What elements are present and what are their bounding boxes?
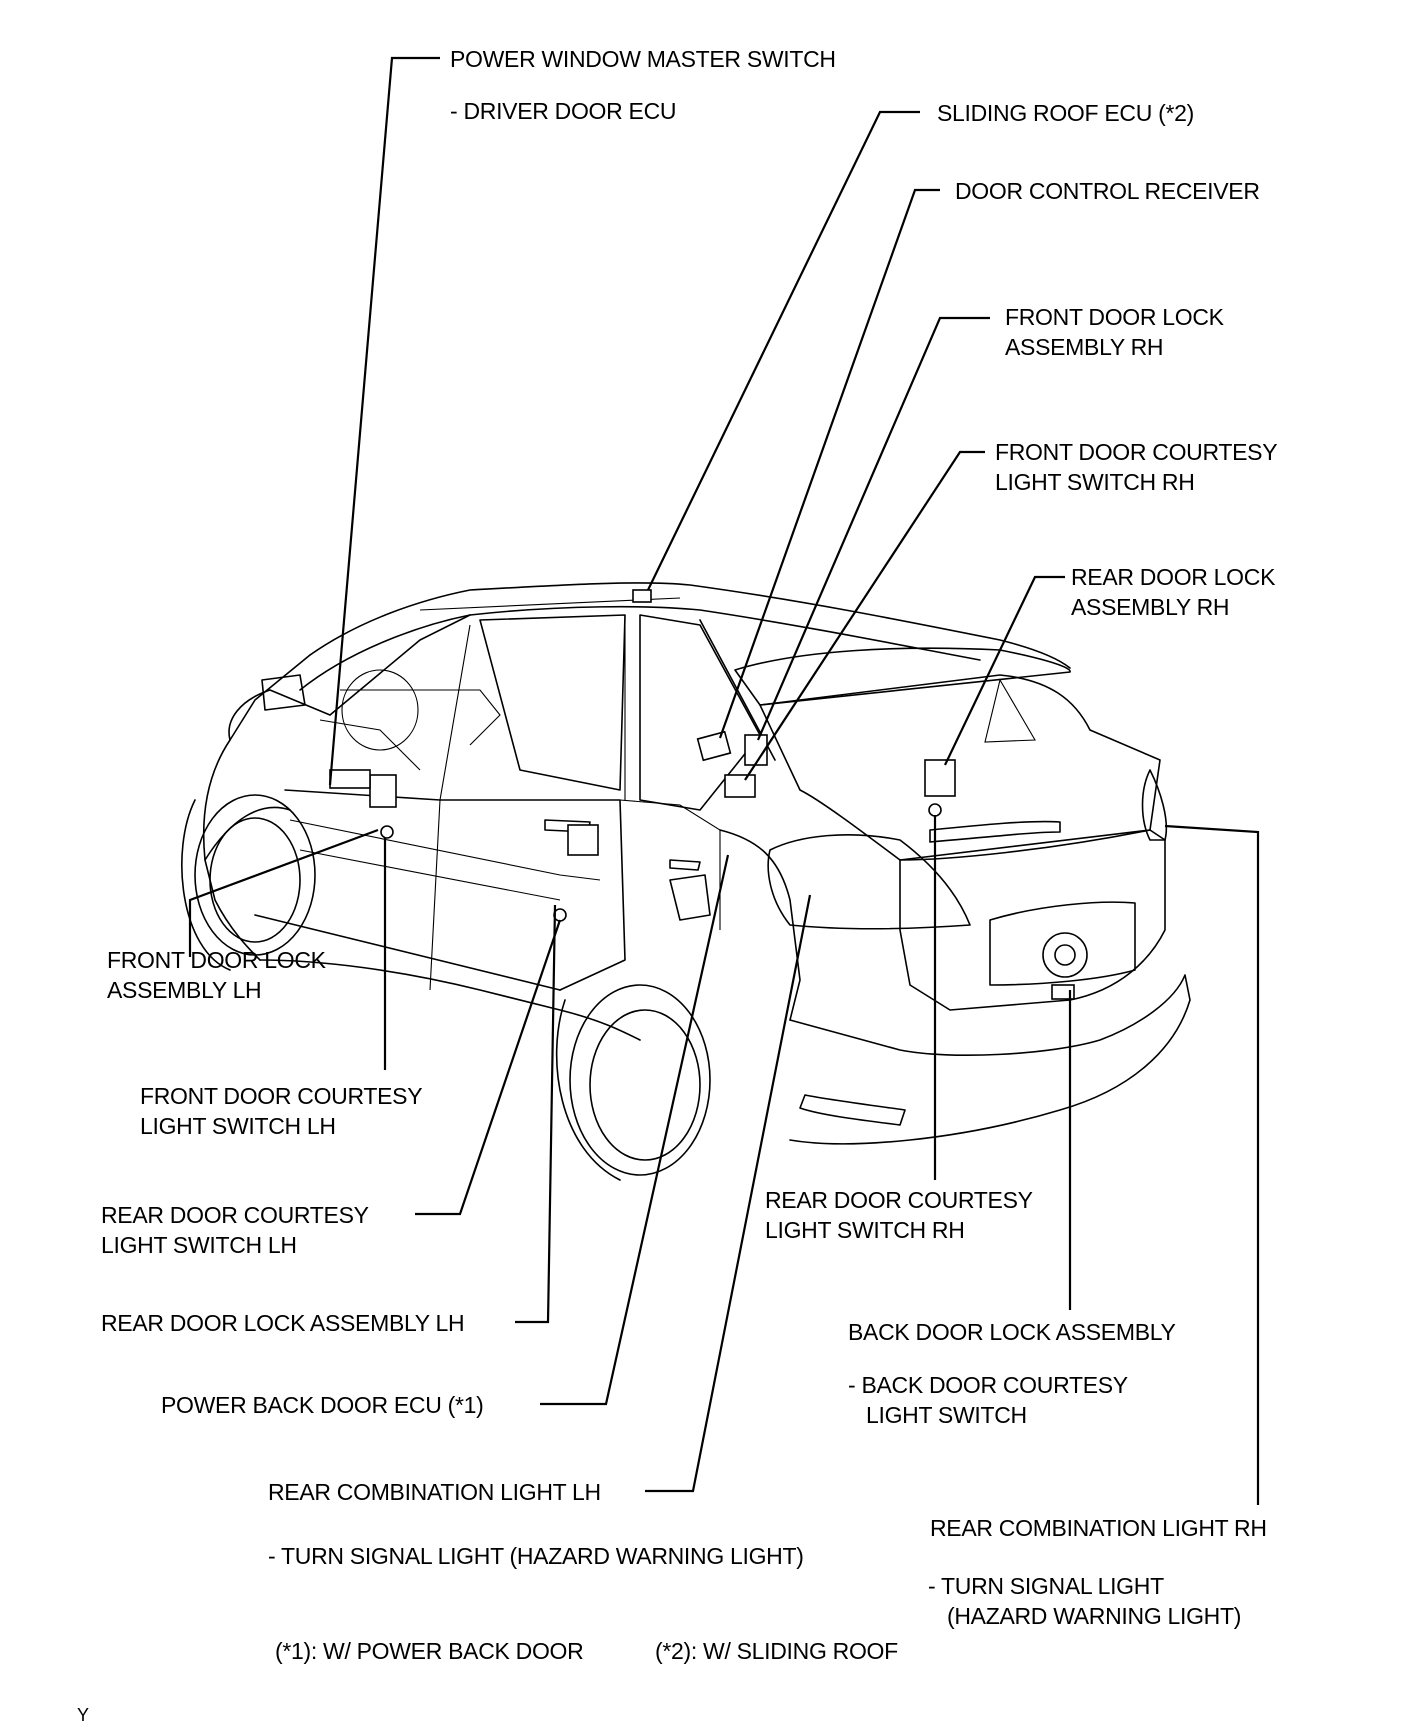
leader-rear-combination-lh <box>645 894 812 1493</box>
label-front-door-lock-rh-line1: FRONT DOOR LOCK <box>1005 304 1224 330</box>
label-rear-door-courtesy-rh-line2: LIGHT SWITCH RH <box>765 1217 965 1243</box>
rear-door-lock-rh-marker <box>924 759 956 797</box>
leader-lines <box>188 56 1260 1505</box>
leader-power-back-door-ecu <box>540 854 730 1406</box>
label-rear-door-courtesy-lh-line1: REAR DOOR COURTESY <box>101 1202 369 1228</box>
label-front-door-lock-rh-line2: ASSEMBLY RH <box>1005 334 1164 360</box>
label-rear-door-lock-rh-line1: REAR DOOR LOCK <box>1071 564 1276 590</box>
label-rear-door-lock-rh-line2: ASSEMBLY RH <box>1071 594 1230 620</box>
label-front-door-lock-lh-line2: ASSEMBLY LH <box>107 977 262 1003</box>
leader-sliding-roof-ecu <box>647 110 920 591</box>
power-window-master-switch-marker <box>329 769 371 789</box>
label-front-door-lock-lh-line1: FRONT DOOR LOCK <box>107 947 326 973</box>
label-rear-combination-light-lh: REAR COMBINATION LIGHT LH <box>268 1479 601 1505</box>
door-control-receiver-marker <box>696 730 732 762</box>
label-front-door-courtesy-rh-line1: FRONT DOOR COURTESY <box>995 439 1278 465</box>
sliding-roof-ecu-marker <box>632 589 652 603</box>
label-power-back-door-ecu: POWER BACK DOOR ECU (*1) <box>161 1392 484 1418</box>
label-back-door-lock-assembly: BACK DOOR LOCK ASSEMBLY <box>848 1319 1176 1345</box>
leader-front-door-courtesy-rh <box>744 450 985 781</box>
label-rear-door-courtesy-lh-line2: LIGHT SWITCH LH <box>101 1232 297 1258</box>
leader-power-window-master-switch <box>328 56 440 786</box>
label-back-door-courtesy-line1: - BACK DOOR COURTESY <box>848 1372 1128 1398</box>
leader-rear-door-lock-rh <box>944 575 1065 766</box>
note-power-back-door: (*1): W/ POWER BACK DOOR <box>275 1638 584 1664</box>
rear-door-courtesy-rh-marker <box>928 803 942 817</box>
leader-front-door-lock-rh <box>756 316 990 741</box>
label-rear-combination-light-rh: REAR COMBINATION LIGHT RH <box>930 1515 1267 1541</box>
front-door-courtesy-rh-marker <box>724 774 756 798</box>
leader-door-control-receiver <box>718 188 940 739</box>
label-door-control-receiver: DOOR CONTROL RECEIVER <box>955 178 1260 204</box>
back-door-courtesy-marker <box>1051 984 1075 1000</box>
corner-code: Y <box>77 1705 89 1725</box>
label-rear-door-lock-lh: REAR DOOR LOCK ASSEMBLY LH <box>101 1310 465 1336</box>
label-driver-door-ecu: - DRIVER DOOR ECU <box>450 98 677 124</box>
leader-front-door-lock-lh <box>188 828 379 957</box>
label-turn-signal-lh: - TURN SIGNAL LIGHT (HAZARD WARNING LIGH… <box>268 1543 804 1569</box>
label-turn-signal-rh-line2: (HAZARD WARNING LIGHT) <box>947 1603 1242 1629</box>
vehicle-body <box>181 582 1191 1181</box>
front-door-lock-lh-marker <box>369 774 397 808</box>
label-front-door-courtesy-lh-line2: LIGHT SWITCH LH <box>140 1113 336 1139</box>
rear-door-lock-lh-marker <box>567 824 599 856</box>
label-back-door-courtesy-line2: LIGHT SWITCH <box>866 1402 1027 1428</box>
label-front-door-courtesy-rh-line2: LIGHT SWITCH RH <box>995 469 1195 495</box>
label-front-door-courtesy-lh-line1: FRONT DOOR COURTESY <box>140 1083 423 1109</box>
label-sliding-roof-ecu: SLIDING ROOF ECU (*2) <box>937 100 1194 126</box>
leader-rear-combination-rh <box>1164 824 1260 1505</box>
leader-rear-door-lock-lh <box>515 904 557 1324</box>
component-markers <box>329 589 1088 1000</box>
leader-rear-door-courtesy-lh <box>415 919 562 1216</box>
front-door-courtesy-lh-marker <box>380 825 394 839</box>
label-rear-door-courtesy-rh-line1: REAR DOOR COURTESY <box>765 1187 1033 1213</box>
note-sliding-roof: (*2): W/ SLIDING ROOF <box>655 1638 898 1664</box>
label-turn-signal-rh-line1: - TURN SIGNAL LIGHT <box>928 1573 1164 1599</box>
label-power-window-master-switch: POWER WINDOW MASTER SWITCH <box>450 46 836 72</box>
